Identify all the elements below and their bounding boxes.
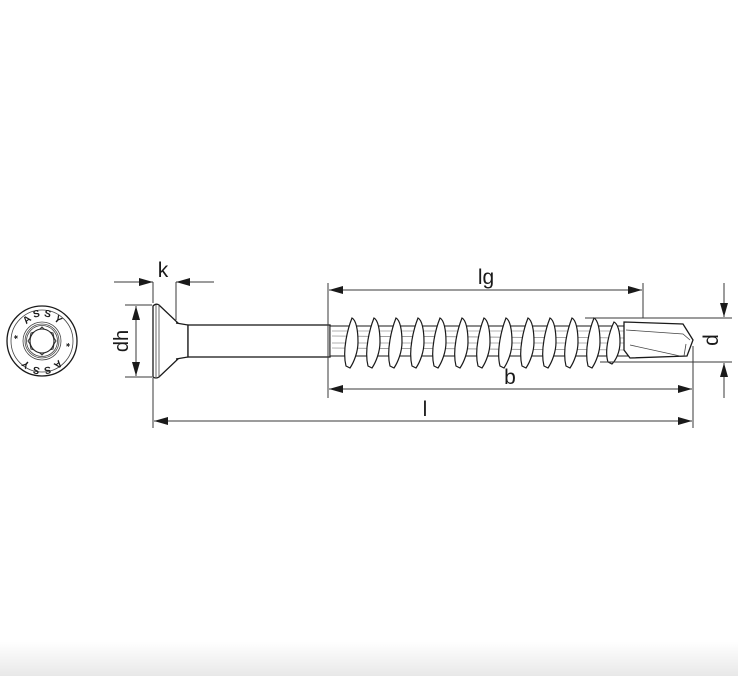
dimension-dh: dh — [111, 304, 152, 378]
drill-tip — [623, 321, 694, 359]
torx-socket-icon — [27, 326, 57, 356]
bottom-fade — [0, 642, 738, 676]
label-lg: lg — [478, 266, 494, 289]
ring-letter: S — [43, 363, 52, 375]
ring-letter: * — [60, 343, 71, 347]
label-d: d — [700, 334, 723, 346]
dimension-d: d — [585, 283, 732, 398]
ring-letter: * — [13, 335, 24, 339]
dimension-lg: lg — [327, 266, 644, 398]
screw-side-view — [152, 303, 694, 379]
ring-letter: S — [32, 308, 41, 320]
head-top-view: A S S Y * A S S Y * — [6, 305, 78, 377]
label-k: k — [158, 259, 169, 282]
ring-letter: S — [32, 363, 41, 375]
label-b: b — [504, 366, 516, 389]
dimension-k: k — [114, 259, 214, 320]
label-l: l — [423, 398, 428, 421]
thread-crests — [344, 317, 621, 369]
label-dh: dh — [111, 330, 133, 352]
ring-letter: S — [43, 308, 52, 320]
dimension-b: b — [329, 346, 694, 428]
dimension-l: l — [152, 378, 692, 428]
